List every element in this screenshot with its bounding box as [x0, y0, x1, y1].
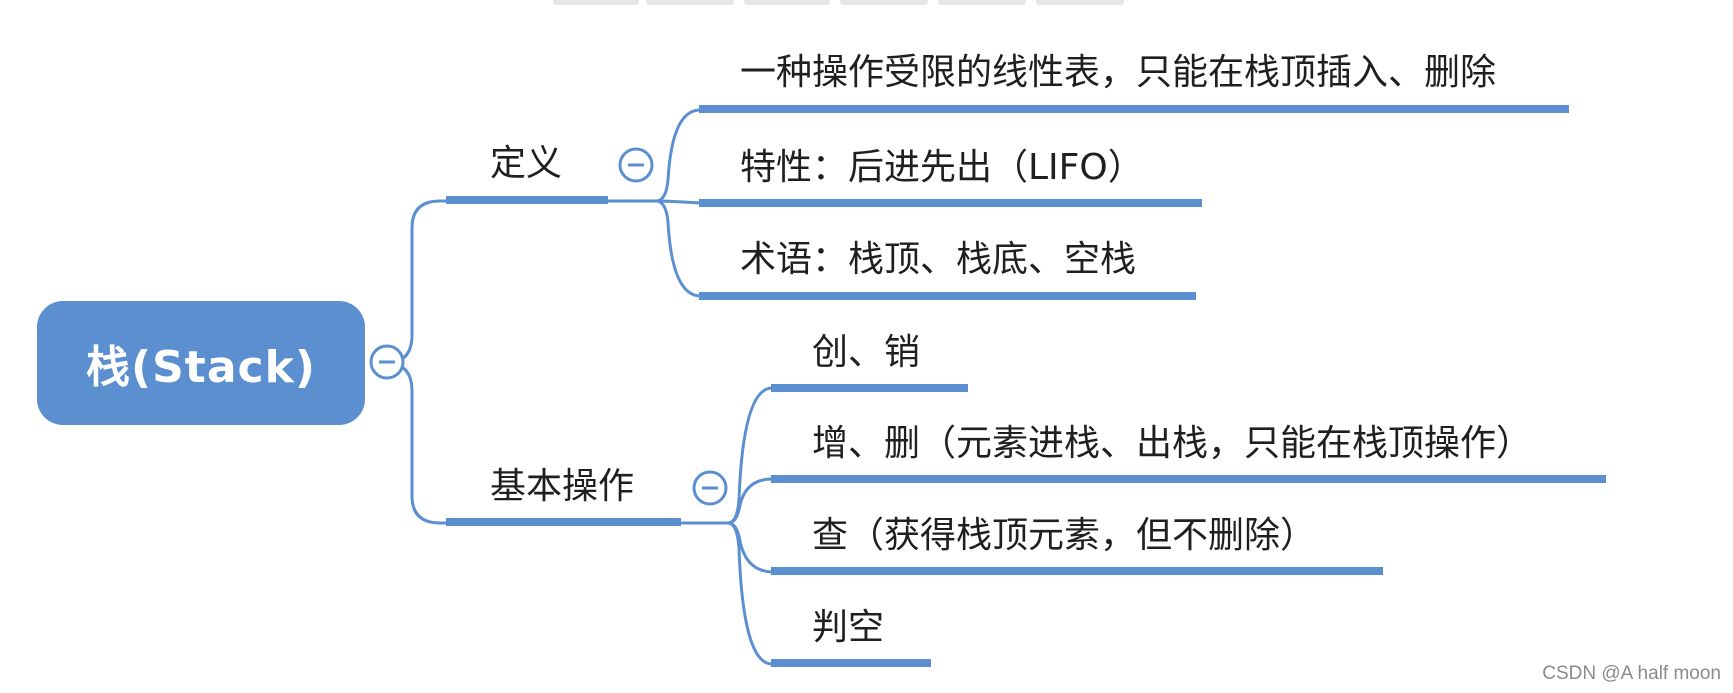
connector-ops-child-2: [727, 477, 773, 525]
root-collapse-button[interactable]: [369, 344, 405, 380]
operations-child-4[interactable]: 判空: [812, 607, 885, 648]
connector-root-operations: [385, 361, 446, 525]
definition-child-3[interactable]: 术语：栈顶、栈底、空栈: [740, 239, 1137, 280]
underline-ops-child-2: [771, 475, 1606, 483]
operations-child-1[interactable]: 创、销: [812, 332, 921, 373]
operations-child-3[interactable]: 查（获得栈顶元素，但不删除）: [812, 515, 1317, 556]
connector-definition-child-3: [655, 199, 701, 298]
operations-child-2[interactable]: 增、删（元素进栈、出栈，只能在栈顶操作）: [812, 423, 1533, 464]
branch-operations-label[interactable]: 基本操作: [490, 466, 635, 507]
top-tab-5: [938, 0, 1026, 5]
root-label: 栈(Stack): [86, 342, 316, 393]
underline-definition-child-2: [699, 199, 1202, 207]
underline-ops-child-4: [771, 659, 931, 667]
underline-ops-child-3: [771, 567, 1383, 575]
underline-ops-child-1: [771, 384, 968, 392]
top-tab-6: [1036, 0, 1124, 5]
definition-collapse-button[interactable]: [618, 147, 654, 183]
top-tab-2: [646, 0, 734, 5]
underline-definition-child-1: [699, 105, 1569, 113]
underline-definition: [446, 196, 608, 204]
root-node[interactable]: 栈(Stack): [37, 301, 365, 425]
top-tab-3: [744, 0, 830, 5]
underline-operations: [446, 518, 681, 526]
watermark: CSDN @A half moon: [1542, 663, 1721, 684]
definition-child-2[interactable]: 特性：后进先出（LIFO）: [740, 147, 1144, 188]
operations-collapse-button[interactable]: [692, 470, 728, 506]
top-tab-1: [553, 0, 639, 5]
top-tab-4: [840, 0, 928, 5]
connector-ops-child-4: [727, 521, 773, 666]
connector-ops-child-1: [680, 386, 773, 525]
underline-definition-child-3: [699, 292, 1196, 300]
branch-definition-label[interactable]: 定义: [490, 143, 563, 184]
definition-child-1[interactable]: 一种操作受限的线性表，只能在栈顶插入、删除: [740, 52, 1497, 93]
connector-root-definition: [370, 199, 446, 365]
